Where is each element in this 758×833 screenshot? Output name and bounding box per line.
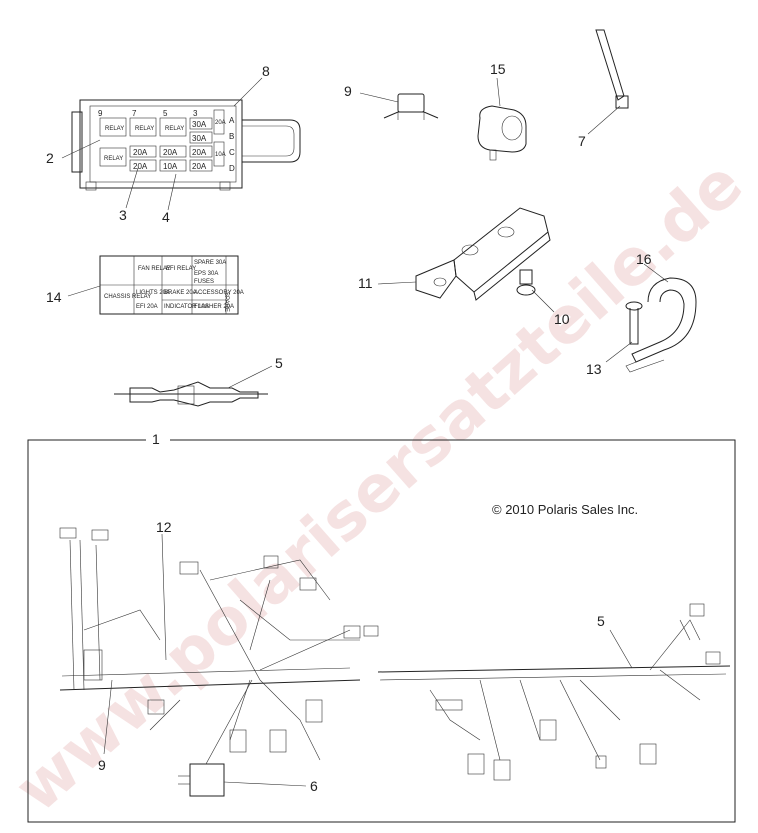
bolt <box>625 301 643 345</box>
fuse-box: RELAY RELAY RELAY RELAY 30A 30A 20A 20A … <box>71 99 301 191</box>
fuse-box-letter: D <box>229 164 235 173</box>
callout-8: 8 <box>262 63 270 79</box>
cable-tie <box>595 29 629 109</box>
callout-11: 11 <box>358 275 373 291</box>
relay <box>178 679 253 797</box>
label-cell: EPS 30A <box>194 271 218 277</box>
callout-9-top: 9 <box>344 83 352 99</box>
fuse-box-letter: C <box>229 148 235 157</box>
label-cell: FLASHER 20A <box>194 304 234 310</box>
fuse-label: 20A <box>192 162 207 171</box>
connector <box>477 105 527 161</box>
callout-1: 1 <box>152 431 160 447</box>
label-cell: INDICATOR 10A <box>164 304 209 310</box>
label-cell: CHASSIS RELAY <box>104 294 151 300</box>
fuse-label: 10A <box>163 162 178 171</box>
callout-13: 13 <box>586 361 602 377</box>
fuse-label: 30A <box>192 134 207 143</box>
callout-10: 10 <box>554 311 570 327</box>
callout-9-bottom: 9 <box>98 757 106 773</box>
callout-3: 3 <box>119 207 127 223</box>
fuse-box-number: 9 <box>98 109 103 118</box>
harness-frame <box>27 439 736 823</box>
push-pin <box>516 269 536 296</box>
label-cell: BRAKE 20A <box>164 290 197 296</box>
watermark: www.polarisersatzteile.de <box>2 147 757 827</box>
callout-15: 15 <box>490 61 506 77</box>
callout-6: 6 <box>310 778 318 794</box>
fuse-label: 20A <box>192 148 207 157</box>
relay-label: RELAY <box>165 126 184 132</box>
callout-14: 14 <box>46 289 62 305</box>
label-cell: FUSES <box>194 279 214 285</box>
relay-label: RELAY <box>135 126 154 132</box>
callout-7: 7 <box>578 133 586 149</box>
fuse-box-letter: B <box>229 132 234 141</box>
label-cell: EFI 20A <box>136 304 158 310</box>
label-cell: LIGHTS 20A <box>136 290 170 296</box>
label-cell: SPARE 30A <box>194 260 226 266</box>
left-harness <box>59 527 379 761</box>
callout-12: 12 <box>156 519 172 535</box>
p-clamp <box>625 277 697 373</box>
callout-2: 2 <box>46 150 54 166</box>
fuse-box-number: 7 <box>132 109 137 118</box>
relay-label: RELAY <box>104 156 123 162</box>
fuse-box-number: 5 <box>163 109 168 118</box>
label-cell: EFI RELAY <box>166 266 196 272</box>
fuse-label: 30A <box>192 120 207 129</box>
callout-5-bottom: 5 <box>597 613 605 629</box>
label-cell: SPARE <box>223 292 229 312</box>
label-cell: FAN RELAY <box>138 266 171 272</box>
wire-clip <box>383 93 439 120</box>
inline-fuse-holder <box>114 381 268 407</box>
fuse-label: 10A <box>215 152 226 158</box>
callout-16: 16 <box>636 251 652 267</box>
fuse-label: 20A <box>163 148 178 157</box>
fuse-box-letter: A <box>229 116 235 125</box>
callout-5-top: 5 <box>275 355 283 371</box>
fuse-label: 20A <box>133 162 148 171</box>
right-harness <box>377 603 731 781</box>
mounting-bracket <box>415 207 551 301</box>
relay-label: RELAY <box>105 126 124 132</box>
label-cell: ACCESSORY 20A <box>194 290 244 296</box>
fuse-box-number: 3 <box>193 109 198 118</box>
callout-4: 4 <box>162 209 170 225</box>
fuse-label: 20A <box>133 148 148 157</box>
fuse-label: 20A <box>215 120 226 126</box>
fuse-label-decal: FAN RELAY EFI RELAY SPARE 30A EPS 30A CH… <box>99 255 244 315</box>
copyright: © 2010 Polaris Sales Inc. <box>492 502 638 517</box>
